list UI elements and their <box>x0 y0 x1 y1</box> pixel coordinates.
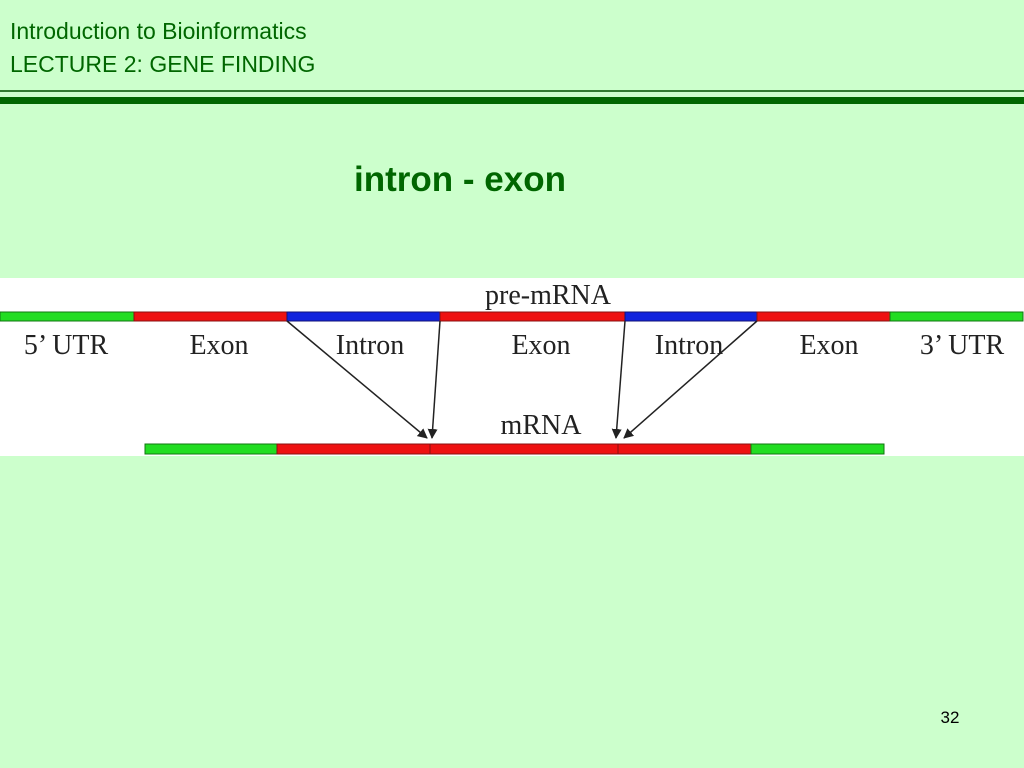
mrna-label: mRNA <box>501 410 583 441</box>
mrna-segment-exon-2 <box>429 443 619 455</box>
splicing-diagram-svg: pre-mRNA 5’ UTR Exon Intron Exon Intron … <box>0 280 1024 455</box>
splice-arrow-intron-2-right <box>623 320 758 439</box>
segment-label-5-utr: 5’ UTR <box>24 330 109 361</box>
splice-arrow-intron-2-left <box>611 320 626 439</box>
pre-mrna-segment-3-utr <box>889 311 1024 322</box>
splice-arrow-intron-1-right <box>427 320 441 439</box>
pre-mrna-label: pre-mRNA <box>485 280 612 311</box>
mrna-segment-3-utr <box>750 443 885 455</box>
segment-label-exon-3: Exon <box>799 330 858 361</box>
splice-arrow-intron-1-left <box>286 320 428 439</box>
segment-label-intron-1: Intron <box>336 330 404 361</box>
splicing-diagram: pre-mRNA 5’ UTR Exon Intron Exon Intron … <box>0 278 1024 456</box>
segment-label-intron-2: Intron <box>655 330 723 361</box>
pre-mrna-segment-exon-3 <box>756 311 891 322</box>
pre-mrna-segment-intron-2 <box>624 311 758 322</box>
segment-label-3-utr: 3’ UTR <box>920 330 1005 361</box>
segment-label-exon-1: Exon <box>189 330 248 361</box>
segment-label-exon-2: Exon <box>511 330 570 361</box>
pre-mrna-segment-intron-1 <box>286 311 441 322</box>
header-divider <box>0 97 1024 104</box>
pre-mrna-segment-exon-2 <box>439 311 626 322</box>
mrna-segment-exon-1 <box>276 443 431 455</box>
lecture-title: LECTURE 2: GENE FINDING <box>10 51 316 77</box>
course-title: Introduction to Bioinformatics <box>10 18 307 44</box>
header-divider-thin <box>0 90 1024 92</box>
pre-mrna-segment-5-utr <box>0 311 135 322</box>
pre-mrna-segment-exon-1 <box>133 311 288 322</box>
mrna-segment-exon-3 <box>617 443 752 455</box>
mrna-segment-5-utr <box>144 443 278 455</box>
page-number: 32 <box>940 708 960 727</box>
slide-title: intron - exon <box>354 160 566 199</box>
